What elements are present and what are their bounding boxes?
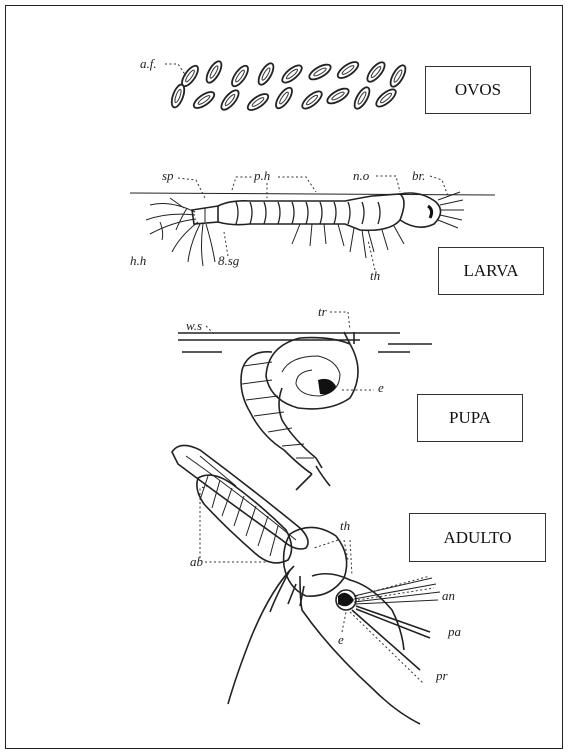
stage-label-adulto: ADULTO [443, 528, 511, 548]
label-ph: p.h [253, 168, 270, 183]
water-surface-pupa [178, 333, 432, 352]
larva-segment-line [278, 202, 280, 224]
larva-segment-line [320, 202, 322, 224]
label-sp: sp [162, 168, 174, 183]
water-surface-larva [130, 193, 495, 195]
label-ab: ab [190, 554, 204, 569]
label-pa: pa [447, 624, 462, 639]
label-pr: pr [435, 668, 449, 683]
label-af: a.f. [140, 56, 157, 71]
eggs-illustration: a.f. [140, 56, 408, 113]
label-e-adult: e [338, 632, 344, 647]
egg [191, 89, 216, 111]
stage-box-larva: LARVA [438, 247, 544, 295]
egg [273, 85, 295, 110]
stage-box-adulto: ADULTO [409, 513, 546, 562]
label-th-adult: th [340, 518, 350, 533]
egg [364, 60, 387, 85]
larva-segment-line [362, 202, 364, 224]
egg [229, 63, 251, 88]
egg [388, 63, 409, 89]
egg [245, 91, 270, 113]
egg [307, 62, 333, 83]
label-no: n.o [353, 168, 370, 183]
stage-label-pupa: PUPA [449, 408, 491, 428]
stage-box-pupa: PUPA [417, 394, 523, 442]
larva-head [400, 193, 441, 227]
larva-segment-line [236, 202, 238, 224]
label-sg: 8.sg [218, 253, 240, 268]
egg [218, 88, 241, 113]
larva-segment-line [334, 202, 336, 224]
label-e-pupa: e [378, 380, 384, 395]
stage-box-ovos: OVOS [425, 66, 531, 114]
egg [335, 59, 360, 81]
larva-segment-line [264, 202, 266, 224]
larva-segment-line [378, 202, 380, 224]
larva-segment-line [250, 202, 252, 224]
egg [300, 88, 325, 111]
egg [352, 85, 373, 111]
leader-af [165, 64, 186, 76]
label-tr: tr [318, 304, 328, 319]
larva-segment-line [292, 202, 294, 224]
label-an: an [442, 588, 455, 603]
larva-segment-line [348, 202, 350, 224]
egg [280, 62, 305, 85]
larva-body [218, 194, 404, 230]
label-th-larva: th [370, 268, 380, 283]
label-br: br. [412, 168, 425, 183]
egg [325, 86, 351, 107]
stage-label-ovos: OVOS [455, 80, 501, 100]
egg [204, 59, 225, 85]
label-ws: w.s [186, 318, 202, 333]
adult-illustration: ab th an pa pr e [172, 445, 462, 724]
egg [169, 83, 187, 109]
larva-segment-line [306, 202, 308, 224]
egg [256, 61, 277, 87]
label-hh: h.h [130, 253, 146, 268]
egg [374, 86, 399, 109]
stage-label-larva: LARVA [463, 261, 518, 281]
